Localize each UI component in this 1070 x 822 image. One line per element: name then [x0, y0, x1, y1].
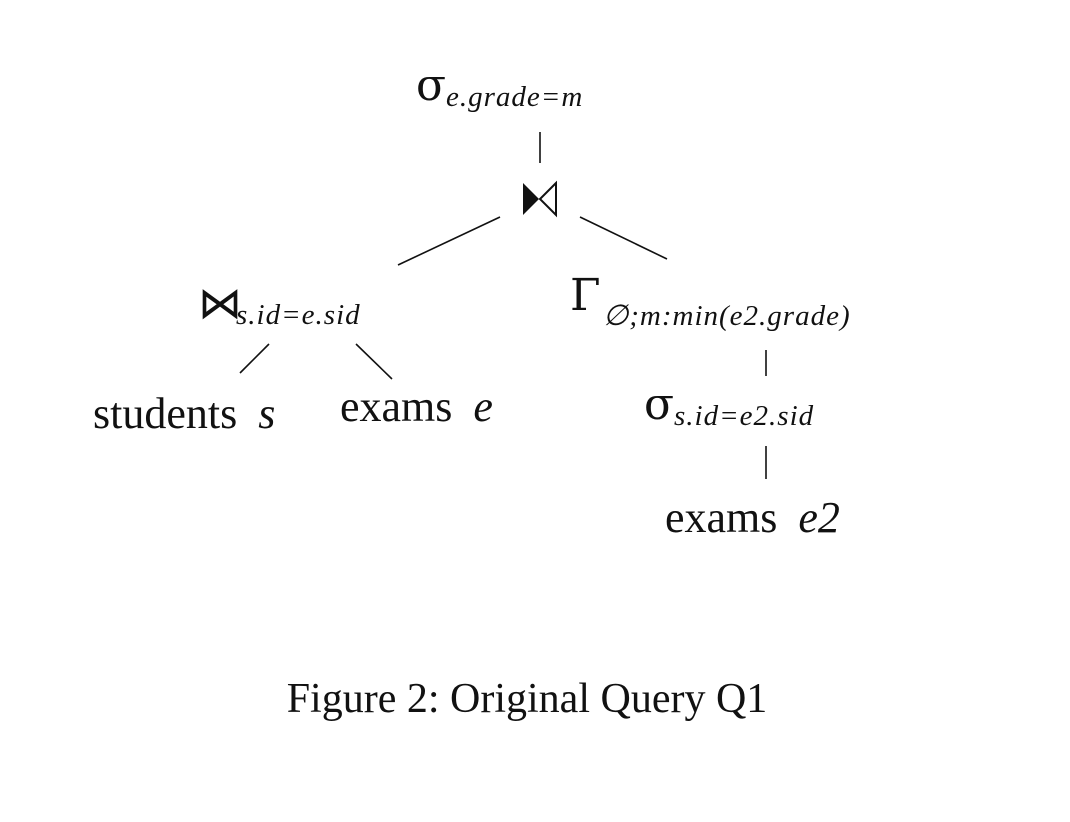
sigma-symbol: σ — [416, 60, 446, 111]
sigma-symbol: σ — [644, 379, 674, 430]
relation-alias: e2 — [798, 493, 840, 542]
leaf-exams: exams e — [340, 382, 493, 431]
leaf-exams-e2: exams e2 — [665, 493, 840, 542]
relation-name: students — [93, 389, 237, 438]
inner-selection-node: σ s.id=e2.sid — [644, 379, 814, 432]
top-join-node — [523, 180, 557, 218]
bowtie-left-filled — [523, 183, 539, 215]
edge-join-to-left-join — [397, 216, 501, 266]
left-join-node: ⋈ s.id=e.sid — [198, 278, 361, 331]
aggregate-node: Γ ∅;m:min(e2.grade) — [570, 270, 851, 332]
relation-name: exams — [340, 382, 452, 431]
root-selection-node: σ e.grade=m — [416, 60, 583, 113]
left-join-condition: s.id=e.sid — [236, 299, 361, 331]
relation-alias: s — [258, 389, 275, 438]
bowtie-right-open — [538, 180, 557, 218]
relation-name: exams — [665, 493, 777, 542]
aggregate-spec: ∅;m:min(e2.grade) — [603, 300, 851, 332]
root-selection-condition: e.grade=m — [446, 81, 583, 113]
edge-left-join-to-students — [239, 343, 270, 374]
edge-left-join-to-exams — [355, 343, 393, 380]
edge-join-to-aggregate — [579, 216, 668, 260]
relation-alias: e — [473, 382, 493, 431]
join-symbol: ⋈ — [198, 278, 242, 329]
inner-selection-condition: s.id=e2.sid — [674, 400, 814, 432]
figure-caption: Figure 2: Original Query Q1 — [287, 676, 768, 722]
gamma-symbol: Γ — [570, 270, 601, 321]
leaf-students: students s — [93, 389, 275, 438]
